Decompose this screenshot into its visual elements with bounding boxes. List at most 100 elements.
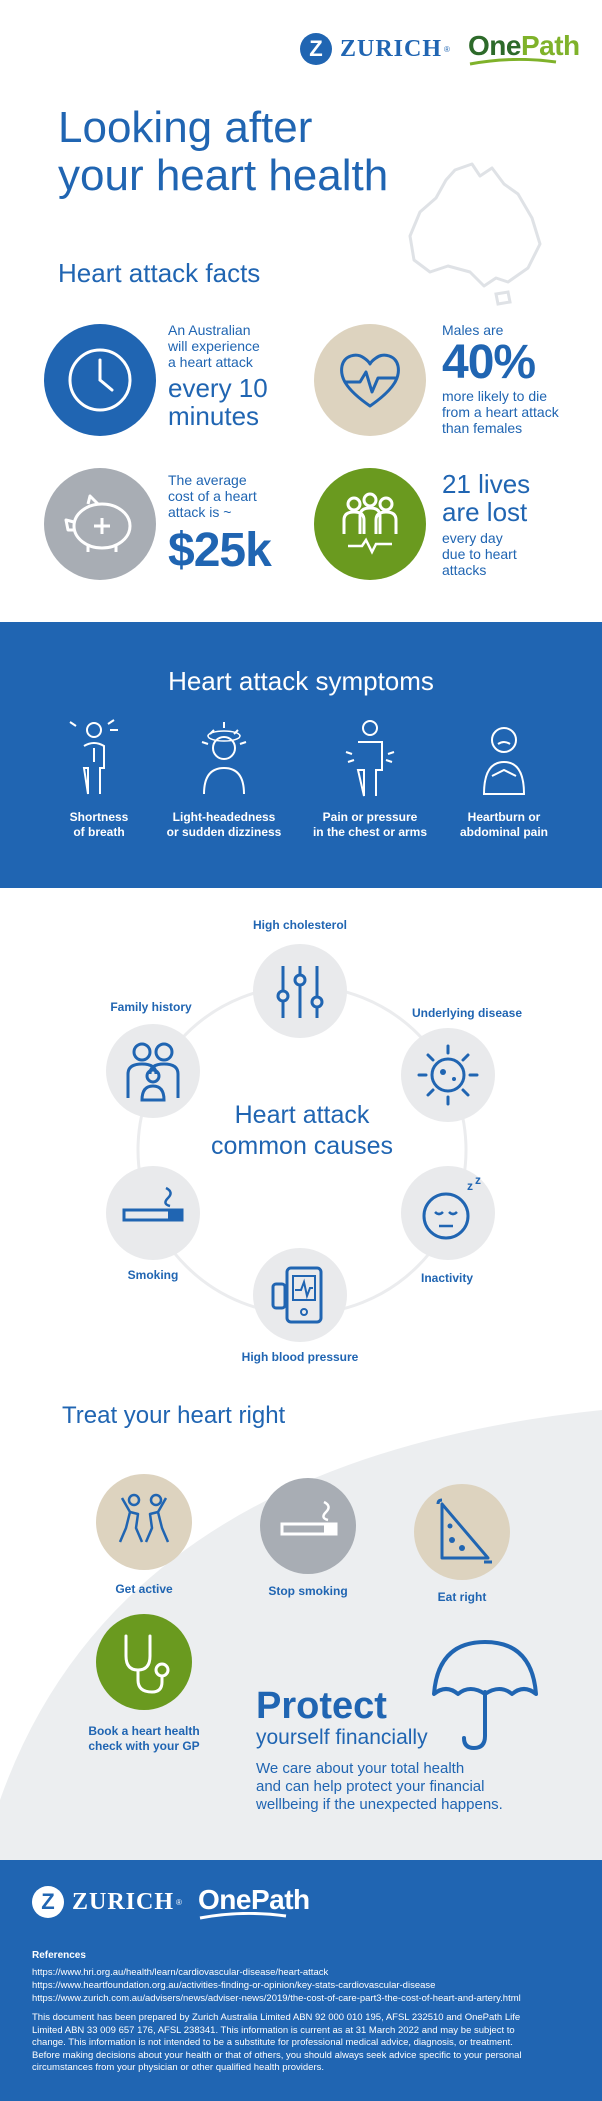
cause-label-inactivity: Inactivity (420, 1271, 474, 1285)
fact1-line2: will experience (168, 338, 260, 354)
onepath-one: One (468, 30, 521, 61)
protect-heading: Protect (256, 1685, 387, 1727)
fact2-big: 40% (442, 336, 536, 389)
fact4-line3: attacks (442, 562, 487, 578)
virus-icon (417, 1044, 479, 1106)
reference-link[interactable]: https://www.heartfoundation.org.au/activ… (32, 1980, 436, 1991)
pizza-slice-icon (436, 1498, 492, 1564)
fact1-text: An Australian will experience a heart at… (168, 322, 298, 430)
disclaimer-line: This document has been prepared by Zuric… (32, 2012, 521, 2023)
fact1-big2: minutes (168, 401, 260, 431)
disclaimer-line: change. This information is not intended… (32, 2037, 513, 2048)
cause-circle-blood-pressure (253, 1248, 347, 1342)
hero-title-line1: Looking after (58, 103, 313, 152)
shortness-of-breath-icon (69, 719, 118, 795)
exercise-icon (118, 1493, 170, 1543)
fact4-line2: due to heart (442, 546, 517, 562)
cause-circle-cholesterol (253, 944, 347, 1038)
gp-check-line2: check with your GP (88, 1739, 200, 1753)
umbrella-icon (432, 1640, 538, 1751)
piggy-fact-circle (44, 468, 156, 580)
fact3-big: $25k (168, 524, 272, 577)
cause-circle-family (106, 1024, 200, 1118)
blood-pressure-monitor-icon (271, 1266, 323, 1324)
reference-link[interactable]: https://www.hri.org.au/health/learn/card… (32, 1967, 329, 1978)
heart-fact-circle (314, 324, 426, 436)
symptom-breath-line2: of breath (73, 825, 125, 839)
fact3-line2: cost of a heart (168, 488, 257, 504)
cigarette-icon (122, 1186, 184, 1222)
fact1-line1: An Australian (168, 322, 251, 338)
fact2-line1: Males are (442, 322, 504, 338)
symptom-dizziness-line2: or sudden dizziness (166, 825, 282, 839)
fact1-big1: every 10 (168, 373, 268, 403)
disclaimer-line: circumstances from your physician or oth… (32, 2062, 324, 2073)
people-icon (342, 492, 398, 555)
chest-pain-icon (345, 720, 395, 797)
footer-registered-mark: ® (176, 1897, 182, 1907)
disclaimer-line: Limited ABN 33 009 657 176, AFSL 238341.… (32, 2024, 515, 2036)
protect-body-line1: We care about your total health (256, 1760, 465, 1777)
facts-title: Heart attack facts (58, 258, 261, 288)
causes-title-line1: Heart attack (234, 1101, 370, 1129)
symptom-label-heartburn: Heartburn or abdominal pain (439, 810, 569, 840)
stop-smoking-label: Stop smoking (268, 1584, 348, 1598)
fact1-line3: a heart attack (168, 354, 253, 370)
symptom-chest-line2: in the chest or arms (312, 825, 428, 839)
cause-circle-inactivity: z z (401, 1166, 495, 1260)
onepath-swoosh-icon (469, 58, 557, 66)
fact4-text: 21 lives are lost every day due to heart… (442, 470, 582, 578)
cause-label-disease: Underlying disease (411, 1006, 523, 1020)
fact3-text: The average cost of a heart attack is ~ … (168, 472, 308, 576)
symptom-label-dizziness: Light-headedness or sudden dizziness (159, 810, 289, 840)
cause-label-family: Family history (110, 1000, 192, 1014)
get-active-label: Get active (115, 1582, 173, 1596)
symptom-breath-line1: Shortness (69, 810, 129, 824)
causes-title: Heart attack common causes (150, 1100, 454, 1162)
eat-right-circle (414, 1484, 510, 1580)
gp-check-line1: Book a heart health (88, 1724, 200, 1738)
piggy-bank-icon (64, 494, 132, 552)
eat-right-label: Eat right (437, 1590, 487, 1604)
heart-pulse-icon (340, 353, 400, 408)
footer: Z ZURICH ® OnePath References https://ww… (0, 1860, 602, 2101)
references-list: https://www.hri.org.au/health/learn/card… (32, 1966, 521, 2005)
protect-block: Protect yourself financially We care abo… (256, 1686, 576, 1814)
reference-link[interactable]: https://www.zurich.com.au/advisers/news/… (32, 1993, 521, 2004)
cause-label-smoking: Smoking (127, 1268, 179, 1282)
fact2-line3: from a heart attack (442, 404, 559, 420)
disclaimer-line: Before making decisions about your healt… (32, 2049, 522, 2061)
symptoms-title: Heart attack symptoms (168, 666, 434, 696)
australia-map-icon (408, 162, 542, 306)
sleeping-face-icon: z z (422, 1173, 481, 1240)
dizziness-icon (201, 722, 247, 795)
symptom-dizziness-line1: Light-headedness (172, 810, 276, 824)
onepath-logo[interactable]: OnePath (468, 30, 580, 66)
footer-zurich-z-icon: Z (32, 1886, 64, 1918)
gp-check-label: Book a heart health check with your GP (69, 1724, 219, 1754)
clock-fact-circle (44, 324, 156, 436)
treat-title: Treat your heart right (62, 1402, 286, 1429)
fact2-line2: more likely to die (442, 388, 548, 404)
zurich-logo[interactable]: Z ZURICH ® (300, 32, 450, 66)
get-active-circle (96, 1474, 192, 1570)
people-fact-circle (314, 468, 426, 580)
protect-subheading: yourself financially (256, 1726, 428, 1749)
zurich-z-icon: Z (300, 33, 332, 65)
heartburn-icon (482, 727, 526, 795)
sliders-icon (276, 966, 324, 1018)
symptom-heartburn-line1: Heartburn or (467, 810, 541, 824)
gp-check-circle (96, 1614, 192, 1710)
footer-zurich-logo[interactable]: Z ZURICH ® (32, 1886, 182, 1918)
symptoms-section: Heart attack symptoms Shortness of breat… (0, 622, 602, 888)
zurich-wordmark: ZURICH (340, 35, 443, 62)
svg-text:z: z (467, 1179, 473, 1193)
symptom-heartburn-line2: abdominal pain (459, 825, 548, 839)
protect-body: We care about your total health and can … (256, 1760, 576, 1814)
cause-circle-smoking (106, 1166, 200, 1260)
symptom-label-chest: Pain or pressure in the chest or arms (305, 810, 435, 840)
references-title: References (32, 1950, 86, 1961)
footer-onepath-logo[interactable]: OnePath (198, 1884, 310, 1920)
disclaimer: This document has been prepared by Zuric… (32, 2012, 572, 2075)
onepath-path: Path (520, 30, 580, 61)
